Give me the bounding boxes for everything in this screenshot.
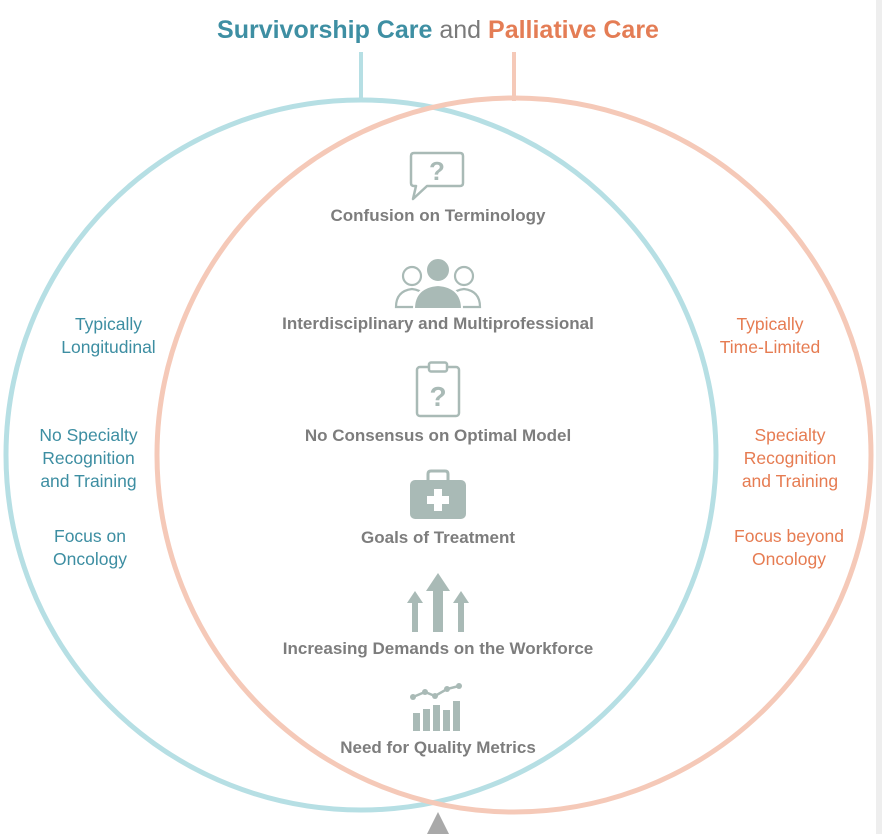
bottom-pointer-triangle — [427, 812, 449, 834]
item-line: Recognition — [42, 448, 135, 468]
page-edge-bar — [876, 0, 882, 834]
rising-arrows-icon — [407, 573, 469, 632]
diagram-title: Survivorship Care and Palliative Care — [0, 16, 876, 45]
item-line: Recognition — [743, 448, 837, 468]
item-line: Typically — [736, 314, 804, 334]
item-line: No Specialty — [39, 425, 138, 445]
shared-item-interdisciplinary: Interdisciplinary and Multiprofessional — [282, 314, 594, 333]
palliative-item-focus: Focus beyond Oncology — [724, 525, 854, 571]
svg-text:?: ? — [429, 381, 446, 412]
medical-kit-icon — [410, 469, 466, 519]
item-line: Typically — [74, 314, 143, 334]
shared-item-goals: Goals of Treatment — [361, 528, 515, 547]
shared-item-consensus: No Consensus on Optimal Model — [304, 426, 572, 445]
item-line: Oncology — [752, 549, 826, 569]
survivorship-item-focus: Focus on Oncology — [40, 525, 140, 571]
bar-line-chart-icon — [410, 683, 462, 731]
shared-item-terminology: Confusion on Terminology — [330, 206, 546, 225]
item-line: Oncology — [53, 549, 127, 569]
item-line: and Training — [741, 471, 839, 491]
survivorship-care-circle — [3, 97, 719, 813]
shared-item-workforce: Increasing Demands on the Workforce — [282, 639, 594, 658]
shared-item-quality-metrics: Need for Quality Metrics — [340, 738, 536, 757]
palliative-item-specialty: Specialty Recognition and Training — [730, 424, 850, 493]
title-connector: and — [439, 16, 482, 44]
item-line: Focus on — [54, 526, 126, 546]
svg-text:?: ? — [429, 156, 445, 186]
survivorship-care-title: Survivorship Care — [217, 16, 433, 44]
item-line: Time-Limited — [719, 337, 821, 357]
question-clipboard-icon: ? — [415, 361, 461, 418]
question-speech-bubble-icon: ? — [409, 151, 465, 201]
palliative-item-time-limited: Typically Time-Limited — [710, 313, 830, 359]
palliative-care-circle — [154, 95, 874, 815]
item-line: Longitudinal — [61, 337, 156, 357]
team-people-icon — [394, 257, 482, 310]
survivorship-item-longitudinal: Typically Longitudinal — [56, 313, 161, 359]
item-line: Focus beyond — [734, 526, 844, 546]
survivorship-item-specialty: No Specialty Recognition and Training — [31, 424, 146, 493]
item-line: Specialty — [754, 425, 826, 445]
palliative-care-title: Palliative Care — [488, 16, 659, 44]
item-line: and Training — [40, 471, 137, 491]
